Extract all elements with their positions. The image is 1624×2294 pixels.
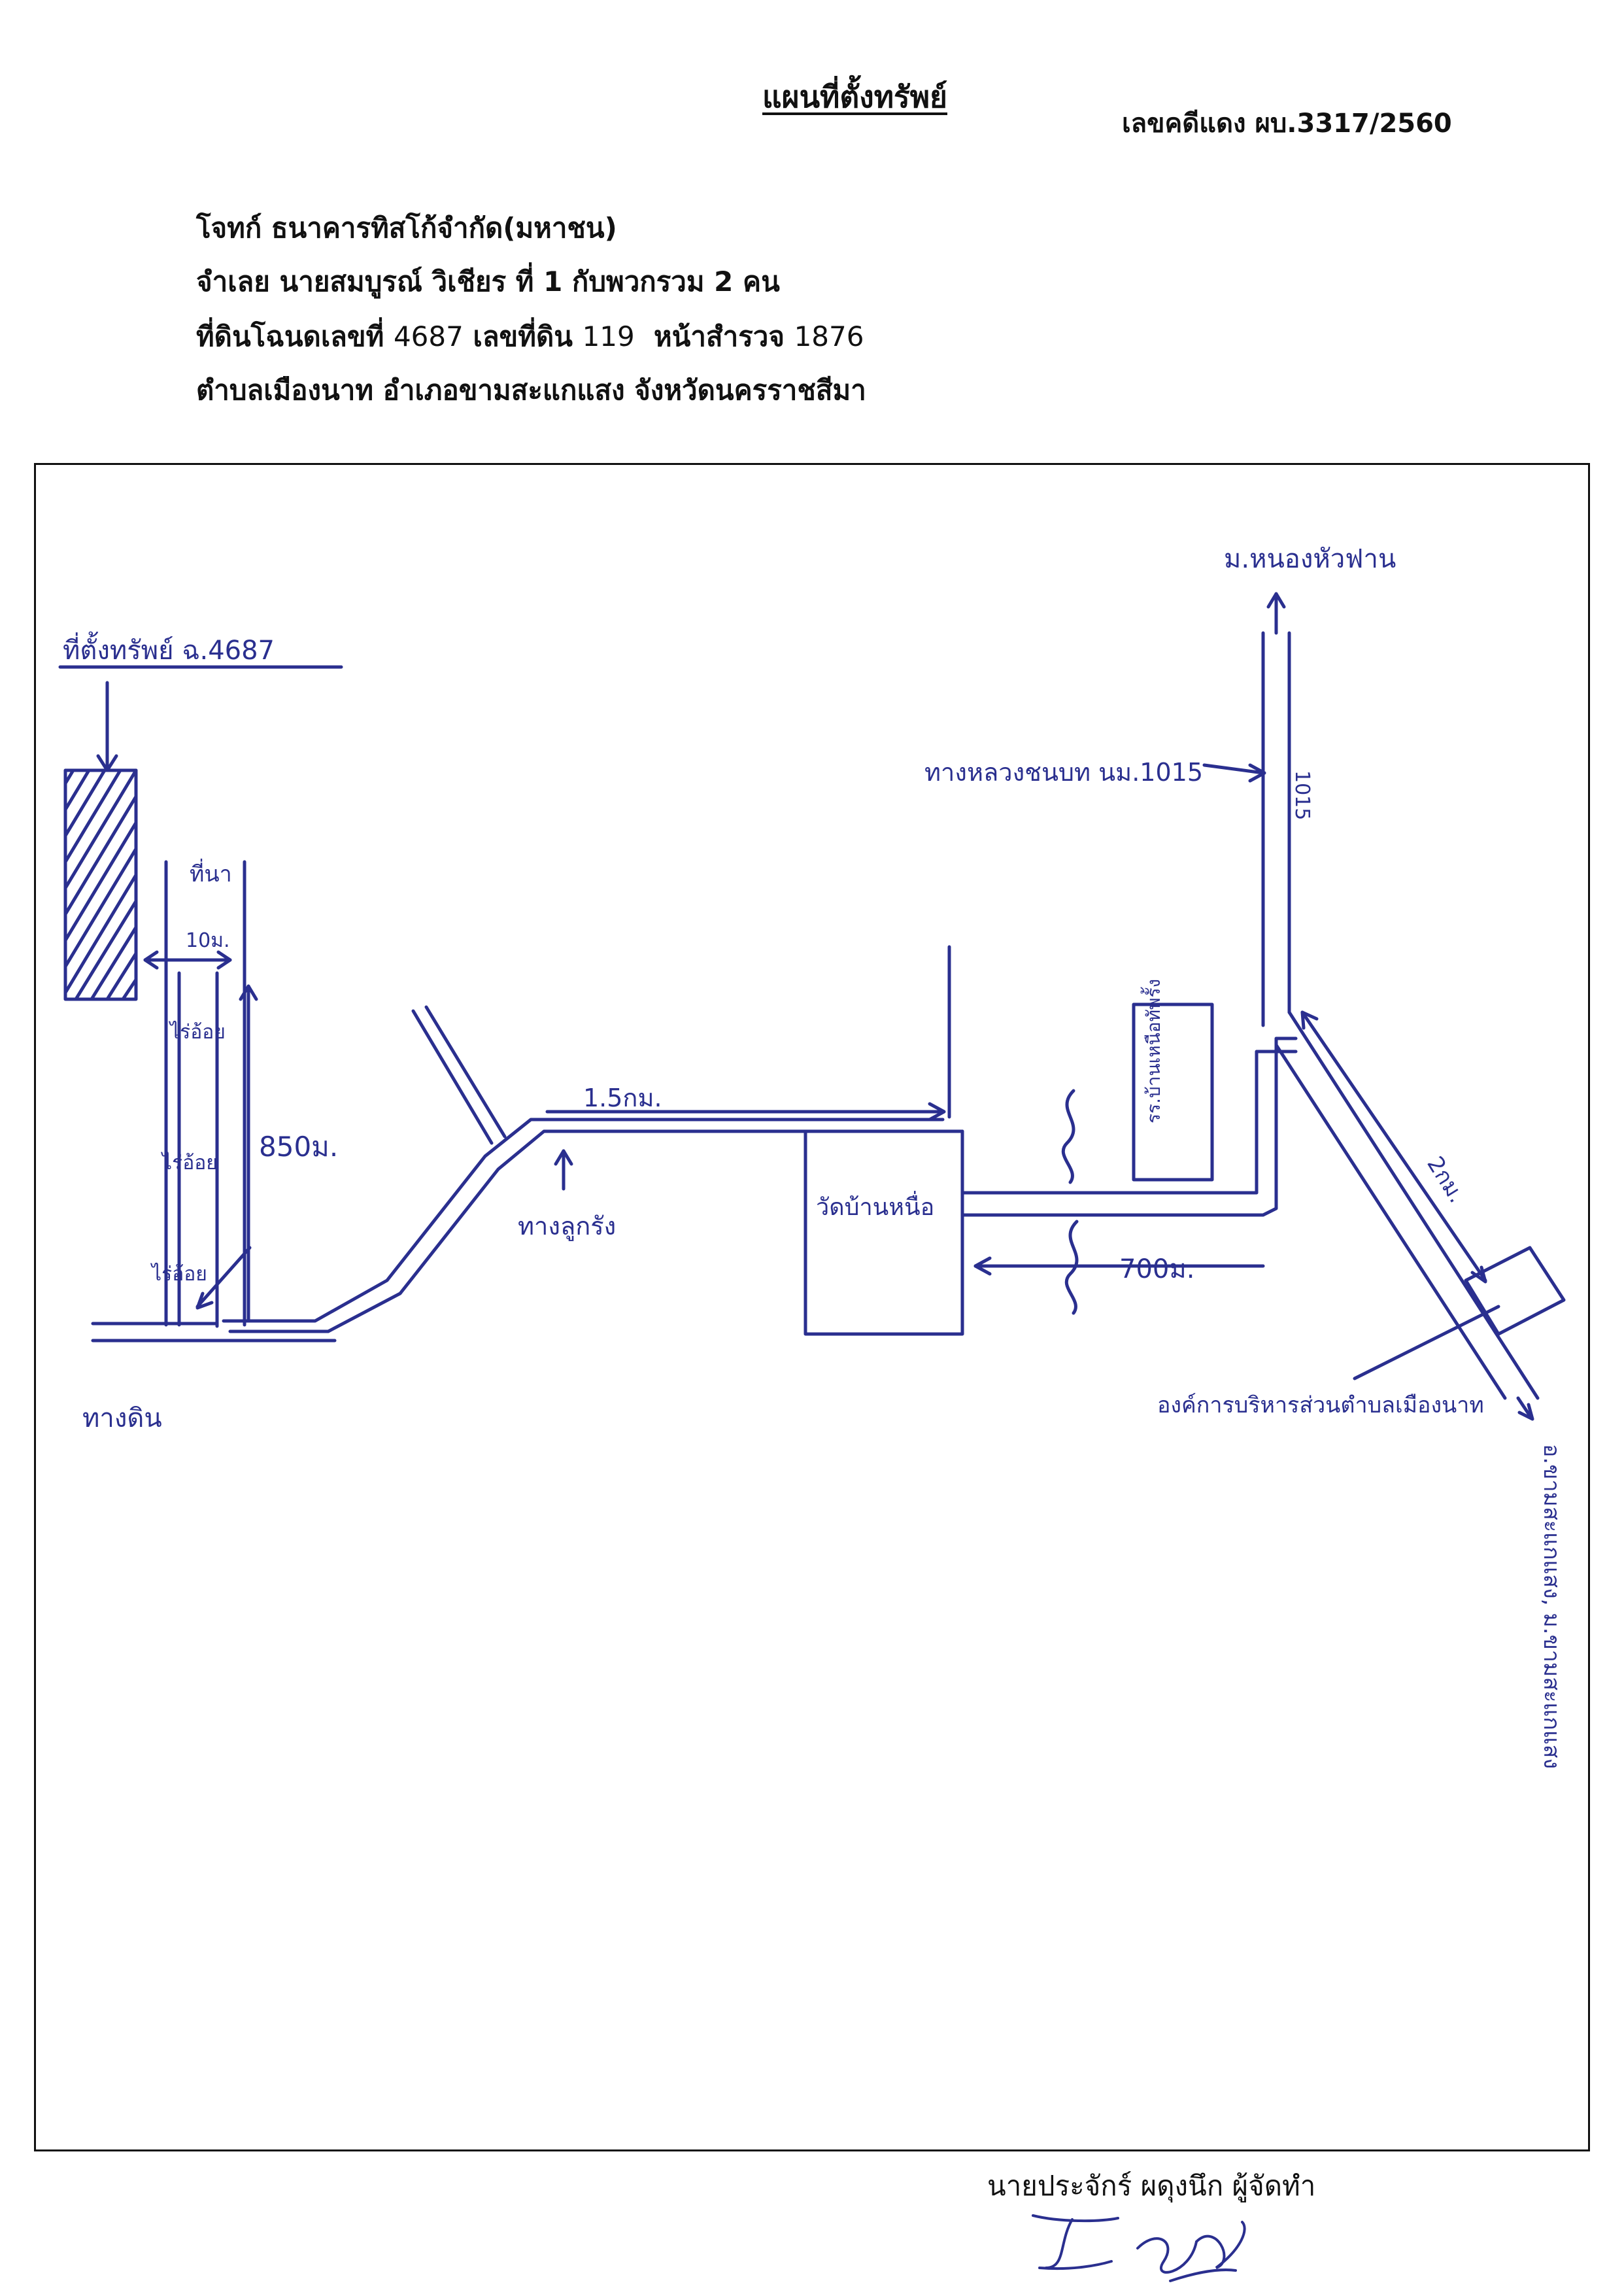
label-property: ที่ตั้งทรัพย์ ฉ.4687 — [63, 631, 275, 666]
label-school: รร.บ้านเหนือทัพรั้ง — [1140, 979, 1164, 1123]
label-south-direction: อ.ขามสะแกแสง, ม.ขามสะแกแสง — [1538, 1444, 1565, 1769]
label-road-1015: 1015 — [1291, 770, 1313, 820]
land-deed-line: ที่ดินโฉนดเลขที่ 4687 เลขที่ดิน 119 หน้า… — [196, 315, 864, 358]
label-width-10m: 10ม. — [186, 929, 230, 952]
label-700m: 700ม. — [1119, 1254, 1194, 1284]
label-north-village: ม.หนองหัวฟาน — [1224, 544, 1396, 574]
hand-drawn-map: ที่ตั้งทรัพย์ ฉ.4687 ที่นา 10ม. ไร่อ้อย … — [58, 544, 1566, 1769]
defendant-line: จำเลย นายสมบูรณ์ วิเชียร ที่ 1 กับพวกรวม… — [196, 265, 780, 298]
label-tao: องค์การบริหารส่วนตำบลเมืองนาท — [1157, 1392, 1484, 1418]
deed-number: 4687 — [393, 320, 464, 352]
label-1-5km: 1.5กม. — [583, 1084, 662, 1112]
label-dirt-road: ทางดิน — [82, 1403, 162, 1433]
label-temple: วัดบ้านหนื่อ — [816, 1191, 934, 1221]
land-no-label: เลขที่ดิน — [473, 320, 573, 352]
location-line: ตำบลเมืองนาท อำเภอขามสะแกแสง จังหวัดนครร… — [196, 374, 866, 406]
label-paddy: ที่นา — [190, 859, 232, 887]
label-rural-road: ทางหลวงชนบท นม.1015 — [924, 758, 1203, 787]
land-number: 119 — [582, 320, 635, 352]
survey-label: หน้าสำรวจ — [654, 320, 785, 352]
land-prefix: ที่ดินโฉนดเลขที่ — [196, 320, 384, 352]
label-asphalt-road: ทางลูกรัง — [518, 1212, 616, 1241]
label-farm-3: ไร่อ้อย — [150, 1262, 207, 1286]
plaintiff-line: โจทก์ ธนาคารทิสโก้จำกัด(มหาชน) — [196, 212, 617, 244]
preparer-name: นายประจักร์ ผดุงนึก ผู้จัดทำ — [987, 2170, 1316, 2202]
page-title: แผนที่ตั้งทรัพย์ — [762, 79, 948, 114]
signature — [1032, 2214, 1246, 2282]
label-farm-2: ไร่อ้อย — [161, 1151, 218, 1174]
label-850m: 850ม. — [259, 1131, 338, 1163]
case-number: เลขคดีแดง ผบ.3317/2560 — [1122, 109, 1452, 139]
survey-number: 1876 — [794, 320, 864, 352]
map-frame — [34, 463, 1590, 2151]
label-farm-1: ไร่อ้อย — [169, 1020, 226, 1044]
property-parcel — [63, 768, 138, 1001]
